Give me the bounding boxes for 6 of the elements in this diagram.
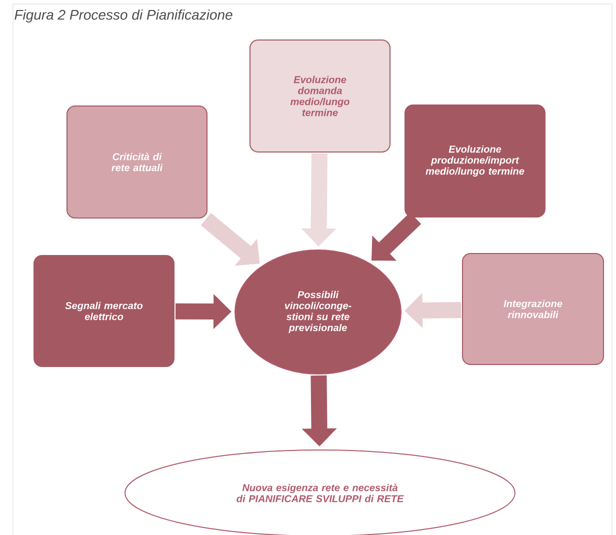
process-box: Segnali mercato elettrico xyxy=(34,255,174,367)
figure-title: Figura 2 Processo di Pianificazione xyxy=(14,9,232,23)
process-box: Evoluzione produzione/import medio/lungo termine xyxy=(404,104,546,218)
process-box: Criticità di rete attuali xyxy=(66,106,208,218)
process-box: Evoluzione domanda medio/lungo termine xyxy=(250,40,390,152)
process-box: Integrazione rinnovabili xyxy=(462,253,604,365)
